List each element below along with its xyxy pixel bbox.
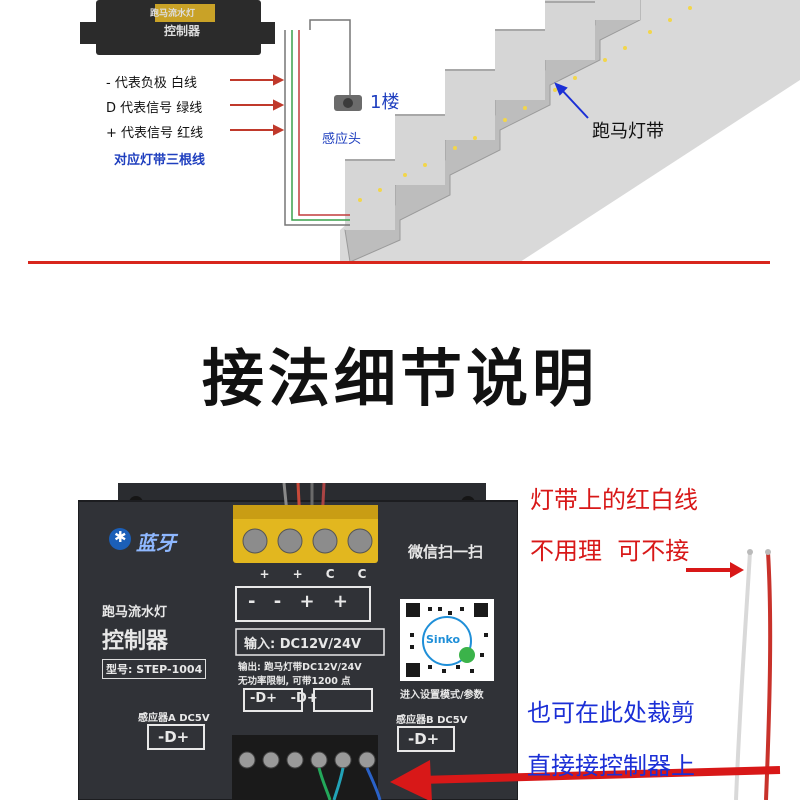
input-spec: 输入: DC12V/24V xyxy=(244,637,362,652)
qr-brand: Sinko xyxy=(426,633,461,646)
sensor-b-ports: -D+ xyxy=(408,730,440,748)
wechat-scan-label: 微信扫一扫 xyxy=(408,543,484,561)
mini-controller-title: 控制器 xyxy=(164,24,201,38)
bluetooth-icon: ✱ xyxy=(114,528,127,546)
stair-wiring-diagram: 跑马流水灯 控制器 - 代表负极 白线 D 代表信号 绿线 + 代表信号 红线 … xyxy=(0,0,800,262)
note-blue-line-2: 直接接控制器上 xyxy=(527,752,695,780)
mini-controller-label: 跑马流水灯 xyxy=(150,9,196,19)
screw-mark: + xyxy=(259,567,270,581)
output-spec-line-1: 输出: 跑马灯带DC12V/24V xyxy=(238,662,362,673)
screw-mark: + xyxy=(292,567,303,581)
strip-label: 跑马灯带 xyxy=(592,121,664,142)
floor-label: 1楼 xyxy=(370,92,400,113)
controller-photo: ✱ 蓝牙 微信扫一扫 跑马流水灯 控制器 型号: STEP-1004 - - +… xyxy=(78,483,518,800)
stair-illustration xyxy=(0,0,800,262)
legend-note: 对应灯带三根线 xyxy=(114,153,206,168)
sensor-a-label: 感应器A DC5V xyxy=(138,713,210,724)
note-red-line-1: 灯带上的红白线 xyxy=(530,486,698,514)
output-ports-label: -D+ -D+ xyxy=(250,691,318,706)
sensor-label: 感应头 xyxy=(322,132,362,147)
screw-marks: + + C C xyxy=(248,567,378,581)
note-blue-line-1: 也可在此处裁剪 xyxy=(527,699,695,727)
controller-subtitle: 跑马流水灯 xyxy=(102,605,168,620)
note-red-line-2: 不用理 可不接 xyxy=(530,537,690,565)
qr-caption: 进入设置模式/参数 xyxy=(400,690,484,701)
screw-mark: C xyxy=(357,567,367,581)
controller-title: 控制器 xyxy=(102,629,169,654)
legend-signal-green: D 代表信号 绿线 xyxy=(106,101,203,116)
legend-negative: - 代表负极 白线 xyxy=(106,76,197,91)
controller-body xyxy=(78,483,518,800)
sensor-b-label: 感应器B DC5V xyxy=(396,715,468,726)
section-divider xyxy=(28,261,770,264)
page-title: 接法细节说明 xyxy=(201,342,598,415)
wiring-pointer xyxy=(390,760,781,800)
sensor-a-ports: -D+ xyxy=(158,728,190,746)
bluetooth-label: 蓝牙 xyxy=(136,531,176,555)
screw-mark: C xyxy=(325,567,335,581)
power-terminal-polarity: - - + + xyxy=(248,591,354,612)
legend-signal-red: + 代表信号 红线 xyxy=(106,126,204,141)
strip-wires xyxy=(686,549,773,800)
output-spec-line-2: 无功率限制, 可带1200 点 xyxy=(238,676,351,687)
model-number: 型号: STEP-1004 xyxy=(102,659,207,679)
